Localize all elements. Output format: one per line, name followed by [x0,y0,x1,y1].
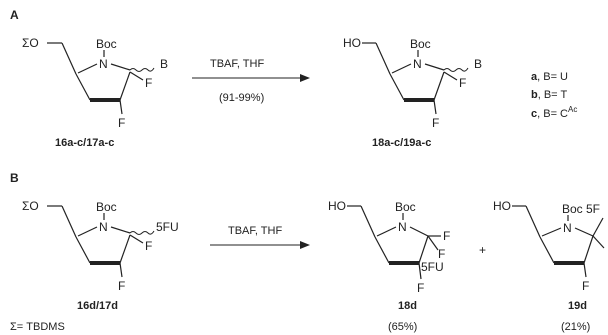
bond [443,71,458,81]
atom-ho: HO [343,36,361,50]
bond [541,227,562,237]
compound-label: 16d/17d [77,300,118,312]
bond [583,262,587,278]
plus-sign: + [479,243,486,257]
atom-ho: HO [493,199,511,213]
atom-boc: Boc [96,200,117,214]
wavy-bond [129,230,155,235]
atom-sigma-o: ΣO [22,199,39,213]
bond [61,42,77,75]
atom-boc: Boc [410,37,431,51]
wavy-bond [443,67,469,72]
bond [129,234,144,244]
atom-f: F [145,239,152,253]
bond [61,205,77,238]
footnote: Σ= TBDMS [10,321,65,333]
bond [409,226,429,237]
legend-item-b: b, B= T [531,89,567,101]
molecule-19d: HO Boc 5F N F 19d (21%) [493,199,605,333]
bond [77,226,98,237]
compound-label: 19d [568,300,587,312]
bond [110,63,131,71]
yield-label: (65%) [388,321,417,333]
atom-5fu: 5FU [421,260,444,274]
bond [583,235,594,264]
bond [360,205,376,238]
atom-n: N [563,221,572,235]
bond [375,42,391,75]
arrow-head [300,241,310,249]
reaction-arrow-a: TBAF, THF (91-99%) [192,58,310,104]
bond [433,71,445,101]
atom-n: N [398,220,407,234]
atom-f: F [582,279,589,293]
atom-5fu: 5FU [156,220,179,234]
atom-f: F [443,229,450,243]
atom-b: B [160,57,168,71]
bond [418,235,429,264]
legend-item-c: c, B= CAc [531,105,577,120]
bond [574,227,594,237]
yield-label: (21%) [561,321,590,333]
atom-f: F [118,116,125,130]
yield-label: (91-99%) [219,92,264,104]
atom-f: F [432,116,439,130]
bond [525,205,541,238]
bond [389,73,405,101]
wavy-bond [129,67,155,72]
atom-b: B [474,57,482,71]
molecule-16d-17d: ΣO Boc N 5FU F F 16d/17d [22,199,179,312]
atom-boc: Boc [395,200,416,214]
atom-f: F [417,281,424,295]
bond [110,226,131,234]
bond [119,99,123,115]
atom-n: N [413,57,422,71]
legend-item-a: a, B= U [531,71,568,83]
bond [376,226,397,237]
bond [77,63,98,74]
reagents-label: TBAF, THF [210,58,264,70]
atom-f: F [145,76,152,90]
atom-f: F [459,76,466,90]
compound-label: 18d [398,300,417,312]
molecule-18a-c-19a-c: HO Boc N B F F 18a-c/19a-c [343,36,482,149]
atom-sigma-o: ΣO [22,36,39,50]
bond [119,71,131,101]
bond [433,99,437,115]
molecule-16a-c-17a-c: ΣO Boc N B F F 16a-c/17a-c [22,36,168,149]
atom-f: F [118,279,125,293]
bond [75,73,91,101]
atom-f: F [438,247,445,261]
atom-n: N [99,57,108,71]
compound-label: 16a-c/17a-c [55,137,114,149]
bond [374,236,390,264]
bond [129,71,144,81]
section-b-label: B [10,171,19,185]
bond [424,63,445,71]
bond [391,63,412,74]
reagents-label: TBAF, THF [228,225,282,237]
bond [119,234,131,264]
bond [592,235,605,249]
atom-boc-5f: Boc 5F [562,202,600,216]
substituent-legend: a, B= U b, B= T c, B= CAc [531,71,577,120]
bond [539,236,555,264]
arrow-head [300,74,310,82]
atom-boc: Boc [96,37,117,51]
bond [75,236,91,264]
bond [592,217,604,237]
section-a-label: A [10,8,19,22]
atom-ho: HO [328,199,346,213]
bond [427,235,439,251]
molecule-18d: HO Boc N F F 5FU F 18d (65%) [328,199,450,333]
atom-n: N [99,220,108,234]
bond [418,262,422,280]
bond [119,262,123,278]
compound-label: 18a-c/19a-c [372,137,431,149]
reaction-arrow-b: TBAF, THF [210,225,310,249]
